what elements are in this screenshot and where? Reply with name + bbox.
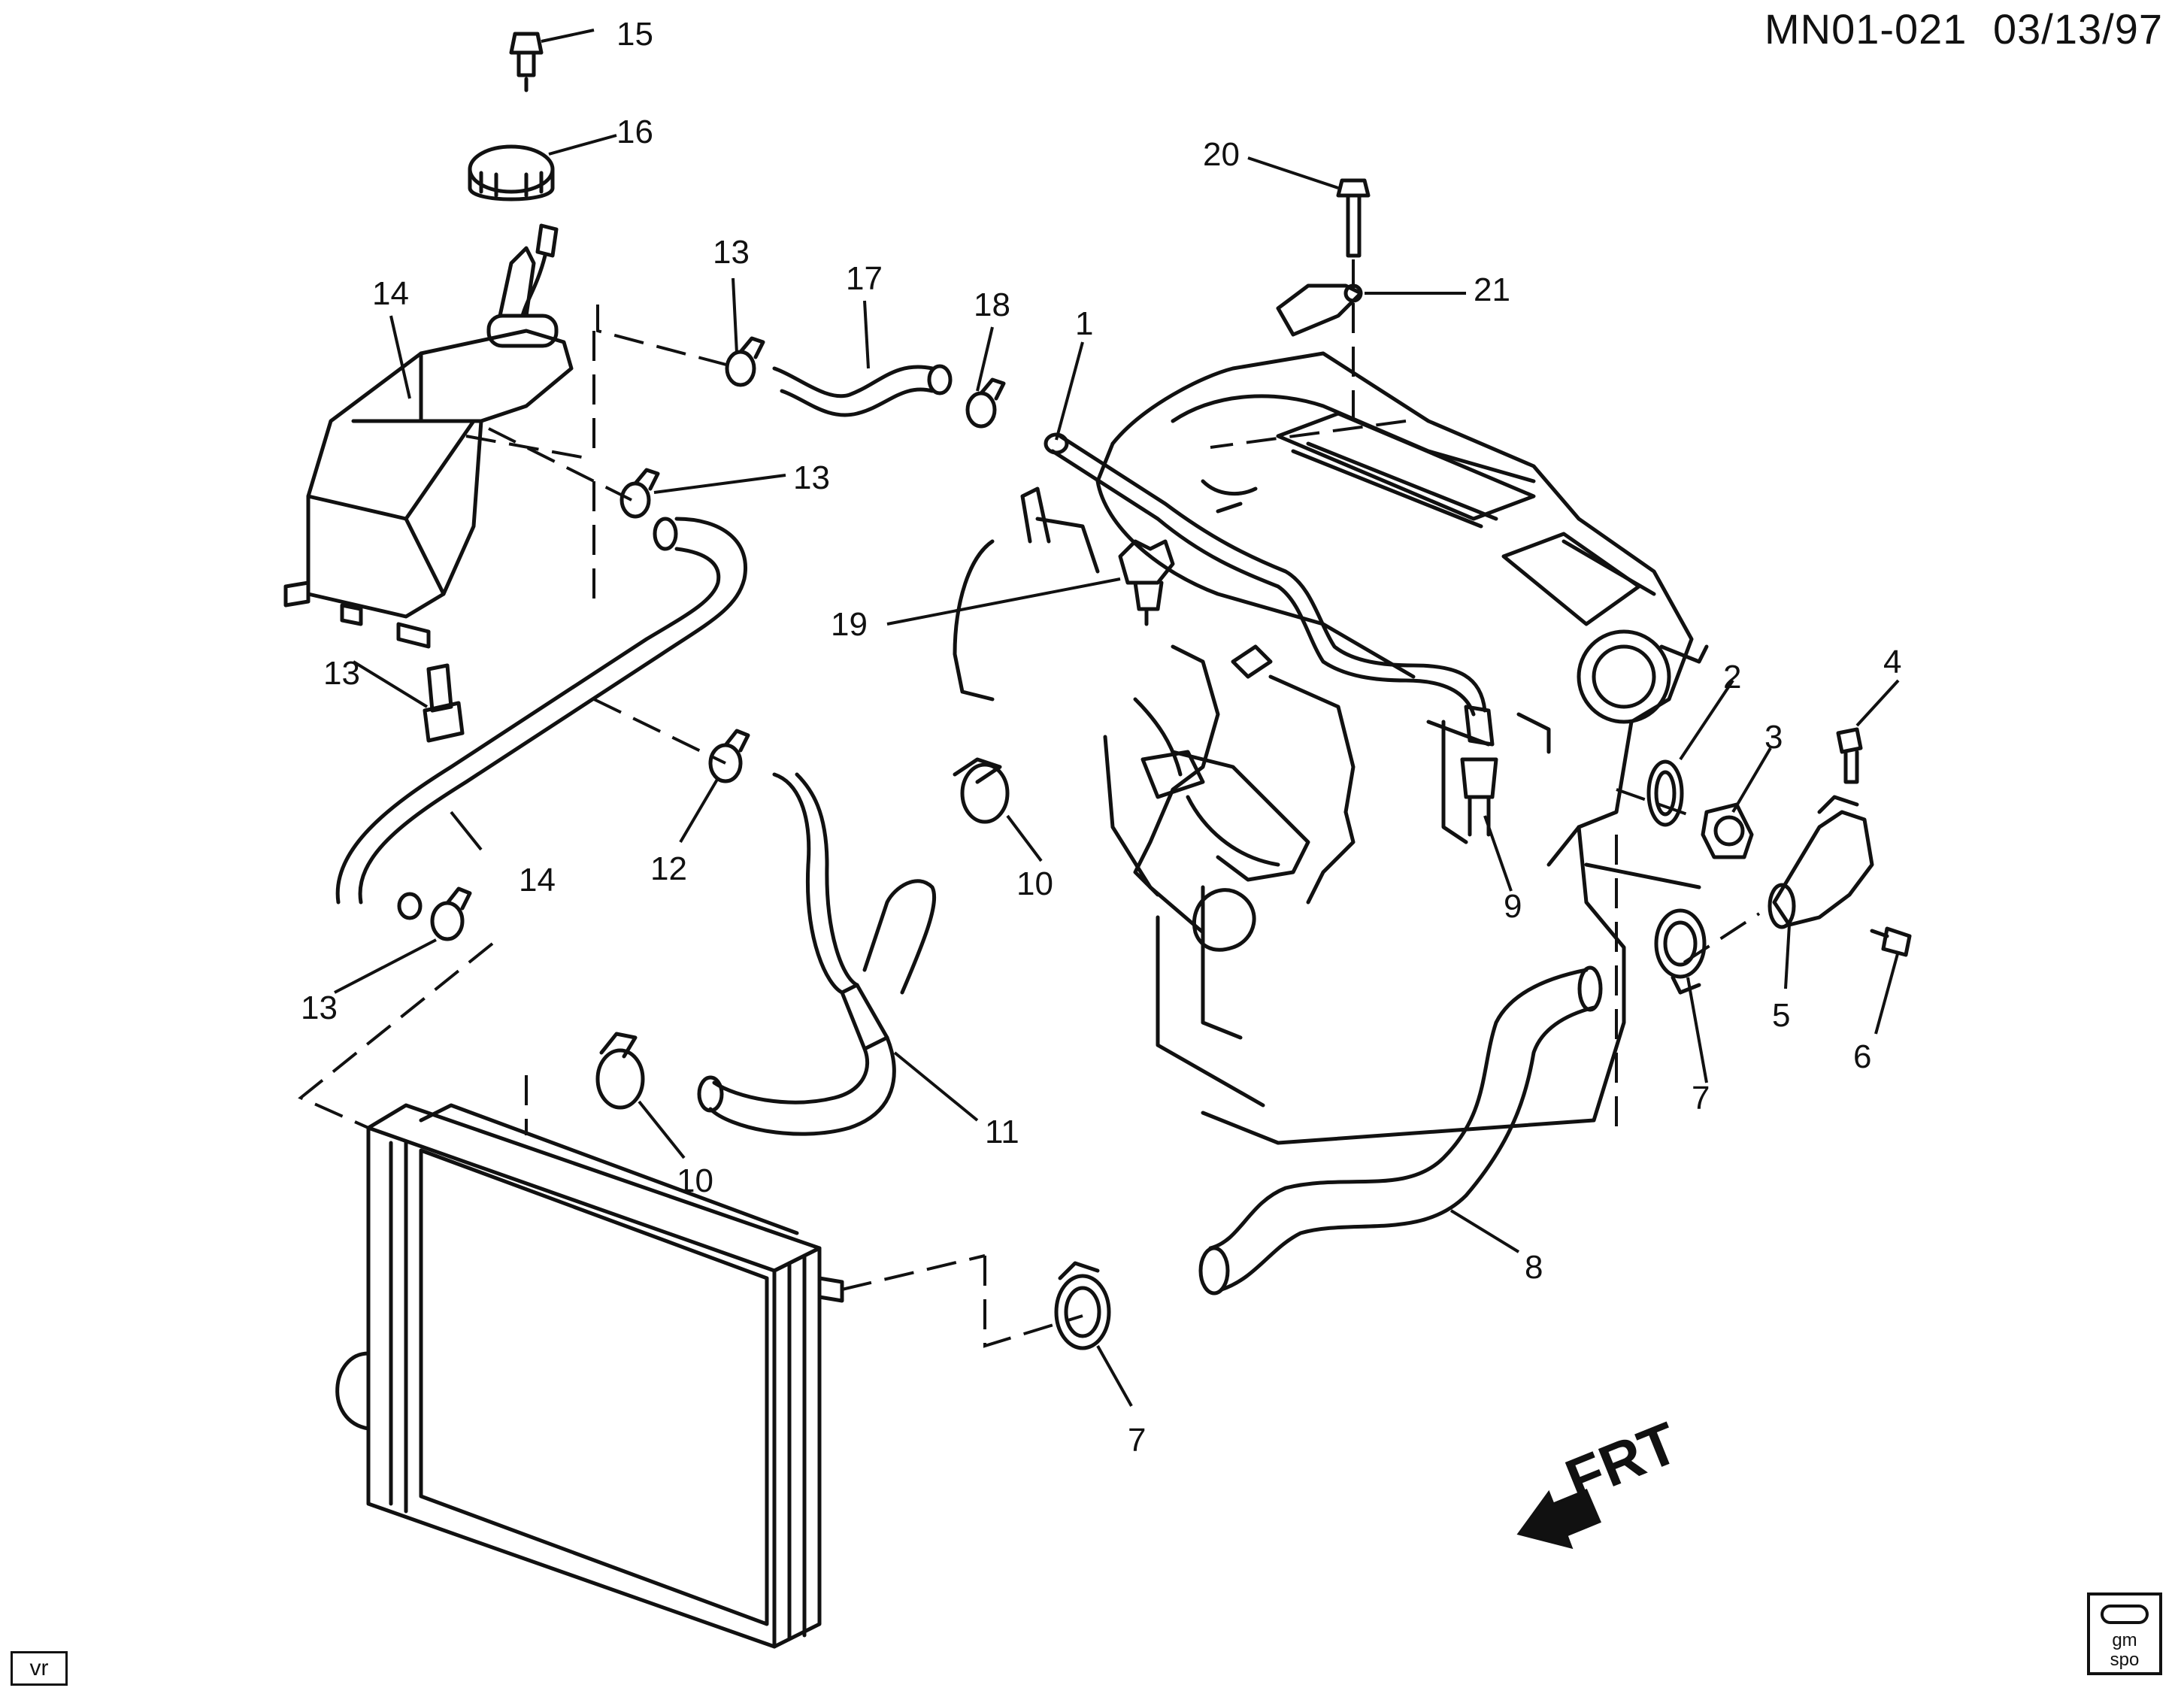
callout-8: 8 (1525, 1249, 1543, 1286)
coolant-reservoir (283, 314, 574, 649)
callout-19: 17 (846, 260, 883, 297)
vent-hose (772, 364, 953, 417)
callout-13-mid: 13 (793, 459, 830, 496)
logo-line1: gm (2112, 1630, 2137, 1650)
callout-22: 20 (1203, 136, 1240, 173)
bypass-pipe (1044, 432, 1487, 717)
clamp-10-lower (595, 1032, 645, 1110)
callout-20: 18 (974, 286, 1010, 323)
callout-17: 15 (616, 16, 653, 53)
clamp-13-mid (619, 468, 660, 519)
thermostat-housing (1767, 795, 1874, 929)
front-direction-arrow (1516, 1489, 1601, 1550)
drawing-id: MN01-021 03/13/97 (1764, 5, 2163, 53)
drawing-code: MN01-021 (1764, 5, 1967, 53)
logo-line2: spo (2110, 1650, 2140, 1670)
callout-13-top: 13 (713, 234, 750, 271)
callout-11: 11 (985, 1114, 1019, 1150)
gm-spo-logo: gm spo (2087, 1592, 2162, 1675)
clamp-12 (708, 729, 750, 783)
callout-21: 19 (831, 606, 868, 643)
callout-14: 14 (519, 862, 556, 899)
cap-bolt (509, 32, 544, 92)
engine-block (953, 351, 1709, 1145)
callout-10-lower: 10 (677, 1162, 713, 1199)
callout-13-bottom: 13 (301, 989, 338, 1026)
callout-3: 3 (1764, 719, 1783, 756)
lower-hose (697, 772, 937, 1136)
radiator (335, 1103, 844, 1649)
housing-bolt-top (1836, 727, 1863, 784)
level-sensor-connector (423, 663, 465, 743)
callout-1: 1 (1075, 305, 1093, 342)
clamp-20 (965, 377, 1006, 429)
callout-6: 6 (1853, 1038, 1871, 1075)
callout-9: 9 (1504, 888, 1522, 925)
callout-23: 21 (1474, 271, 1510, 308)
drawing-date: 03/13/97 (1993, 5, 2163, 53)
callout-5: 5 (1772, 997, 1790, 1034)
logo-pill-icon (2101, 1605, 2149, 1624)
corner-tag: vr (11, 1651, 68, 1686)
thermostat (1701, 802, 1754, 859)
clamp-7-upper (1654, 908, 1707, 995)
pipe-fitting (1460, 705, 1498, 837)
callout-4: 4 (1883, 644, 1901, 680)
housing-bolt-side (1870, 926, 1912, 957)
callout-15: 13 (323, 655, 360, 692)
callout-16: 14 (372, 275, 409, 312)
callout-18: 16 (616, 114, 653, 150)
clamp-13-top (725, 336, 765, 387)
clamp-13-bottom (430, 886, 472, 941)
thermostat-seal (1646, 759, 1684, 827)
clamp-10-upper (953, 757, 1010, 824)
callout-7-lower: 7 (1128, 1422, 1146, 1459)
reservoir-cap (468, 144, 555, 202)
callout-12: 12 (650, 850, 687, 887)
reservoir-hose (335, 517, 747, 920)
callout-10-upper: 10 (1016, 865, 1053, 902)
callout-7-upper: 7 (1692, 1080, 1710, 1117)
bleeder-valve (1118, 539, 1175, 626)
clamp-7-lower (1054, 1261, 1111, 1350)
upper-hose (1198, 965, 1603, 1296)
callout-2: 2 (1723, 659, 1741, 695)
